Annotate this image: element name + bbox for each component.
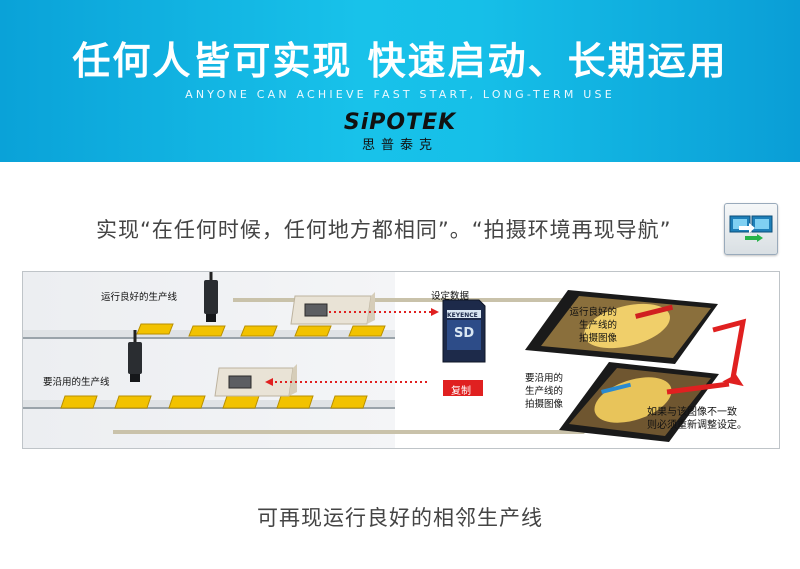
sd-card-text: SD [454,326,475,341]
target-image-caption-line-2: 生产线的 [524,386,563,397]
copy-label: 复制 [451,386,471,397]
controller-lower [214,364,297,397]
copy-tag-bg [443,380,483,396]
export-arrow-head [431,308,439,316]
production-line-diagram: 运行良好的生产线 要沿用的生产线 设定数据 KEYENCE SD 复制 运行良好… [22,271,780,449]
diagram-caption: 可再现运行良好的相邻生产线 [257,506,543,530]
product-boxes-upper [136,323,386,337]
settings-data-label: 设定数据 [431,291,470,302]
diagram-graphics [23,272,747,442]
camera-lower [128,330,142,382]
sd-card-icon [442,299,486,363]
reference-screen [525,290,718,364]
good-image-caption: 运行良好的 生产线的 拍摄图像 [543,306,617,345]
target-image-caption: 要沿用的 生产线的 拍摄图像 [497,372,563,411]
current-screen [559,362,719,442]
mismatch-note-line-1: 如果与该图像不一致 [647,407,737,418]
controller-upper [290,292,375,325]
banner-subtitle: ANYONE CAN ACHIEVE FAST START, LONG-TERM… [185,88,615,101]
brand-logo-chinese: 思普泰克 [361,138,438,153]
product-boxes-lower [60,395,368,409]
camera-upper [204,272,218,322]
mismatch-note-line-2: 则必须重新调整设定。 [647,420,747,431]
good-image-caption-line-1: 运行良好的 [569,307,617,318]
monitor-compare-icon [729,215,773,242]
import-arrow-head [265,378,273,386]
camera-navigation-icon[interactable] [724,203,778,255]
good-image-caption-line-3: 拍摄图像 [578,333,617,344]
brand-logo: SiPOTEK [343,110,457,135]
target-image-caption-line-3: 拍摄图像 [524,399,563,410]
banner-title: 任何人皆可实现 快速启动、长期运用 [72,39,728,83]
feature-headline: 实现“在任何时候，任何地方都相同”。“拍摄环境再现导航” [96,218,672,242]
target-image-caption-line-1: 要沿用的 [524,373,563,384]
header-banner: 任何人皆可实现 快速启动、长期运用 ANYONE CAN ACHIEVE FAS… [0,0,800,162]
return-arrow-bottom [666,381,730,395]
target-line-label: 要沿用的生产线 [43,377,110,388]
sd-card-brand: KEYENCE [447,312,478,319]
return-arrow-line [712,318,747,379]
mismatch-note: 如果与该图像不一致 则必须重新调整设定。 [647,406,777,432]
good-line-label: 运行良好的生产线 [101,292,178,303]
return-arrow-head [722,374,744,387]
good-image-caption-line-2: 生产线的 [578,320,617,331]
